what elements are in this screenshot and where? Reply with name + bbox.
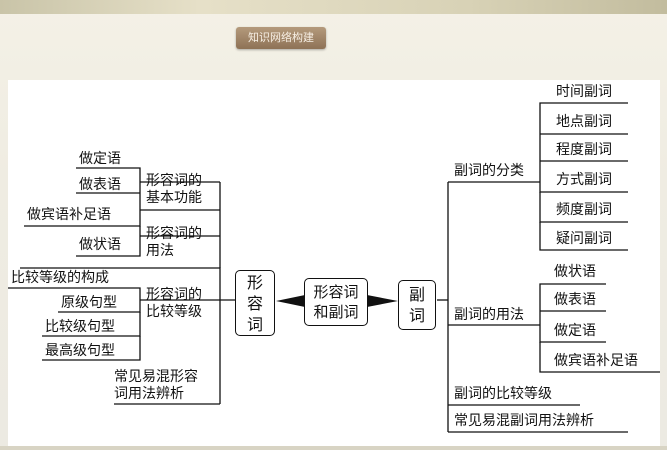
connector-adj-basic-sub1 bbox=[76, 167, 141, 210]
adj-branch-comparison: 形容词的 比较等级 bbox=[146, 287, 202, 320]
adv-class-item-1: 时间副词 bbox=[556, 84, 612, 100]
top-decor-band bbox=[0, 0, 667, 14]
slide-title: 知识网络构建 bbox=[236, 27, 326, 49]
adv-class-item-6: 疑问副词 bbox=[556, 231, 612, 247]
adj-basic-item-1: 做定语 bbox=[79, 151, 121, 167]
arrow-left bbox=[276, 295, 305, 307]
adj-branch-confusion: 常见易混形容 词用法辨析 bbox=[114, 369, 198, 402]
adv-class-item-4: 方式副词 bbox=[556, 172, 612, 188]
adv-class-item-2: 地点副词 bbox=[556, 114, 612, 130]
adv-usage-item-4: 做宾语补足语 bbox=[554, 353, 638, 369]
adj-compare-item-2: 原级句型 bbox=[61, 295, 117, 311]
arrow-right bbox=[367, 295, 398, 307]
adv-usage-item-2: 做表语 bbox=[554, 292, 596, 308]
connector-adj-compare-sub4 bbox=[42, 336, 141, 361]
adj-basic-item-3: 做宾语补足语 bbox=[27, 207, 111, 223]
adj-branch-basic-function: 形容词的 基本功能 bbox=[146, 173, 202, 206]
adv-class-item-5: 频度副词 bbox=[556, 202, 612, 218]
adj-basic-item-4: 做状语 bbox=[79, 237, 121, 253]
connector-adv-class-sub6 bbox=[539, 222, 628, 251]
connector-adj-compare-sub1 bbox=[8, 287, 141, 300]
adjective-node: 形 容 词 bbox=[235, 270, 275, 336]
adv-class-item-3: 程度副词 bbox=[556, 142, 612, 158]
adj-branch-usage: 形容词的 用法 bbox=[146, 226, 202, 259]
adv-branch-comparison: 副词的比较等级 bbox=[454, 386, 552, 402]
center-node: 形容词 和副词 bbox=[304, 278, 368, 326]
adv-branch-usage: 副词的用法 bbox=[454, 307, 524, 323]
adv-usage-item-3: 做定语 bbox=[554, 323, 596, 339]
adj-compare-item-4: 最高级句型 bbox=[45, 343, 115, 359]
adj-compare-item-3: 比较级句型 bbox=[45, 319, 115, 335]
adv-branch-classification: 副词的分类 bbox=[454, 163, 524, 179]
connector-adj-compare-vertical bbox=[20, 267, 236, 301]
adv-usage-item-1: 做状语 bbox=[554, 264, 596, 280]
adv-branch-confusion: 常见易混副词用法辨析 bbox=[454, 413, 594, 429]
mindmap-panel bbox=[8, 80, 660, 448]
connector-adv-usage-sub4 bbox=[539, 342, 660, 373]
bottom-decor-band bbox=[0, 446, 667, 450]
adj-basic-item-2: 做表语 bbox=[79, 177, 121, 193]
connector-adv-class-sub1 bbox=[539, 102, 628, 182]
connector-adj-basic-sub4 bbox=[76, 226, 141, 257]
adverb-node: 副 词 bbox=[398, 280, 436, 330]
adj-compare-item-1: 比较等级的构成 bbox=[11, 270, 109, 286]
